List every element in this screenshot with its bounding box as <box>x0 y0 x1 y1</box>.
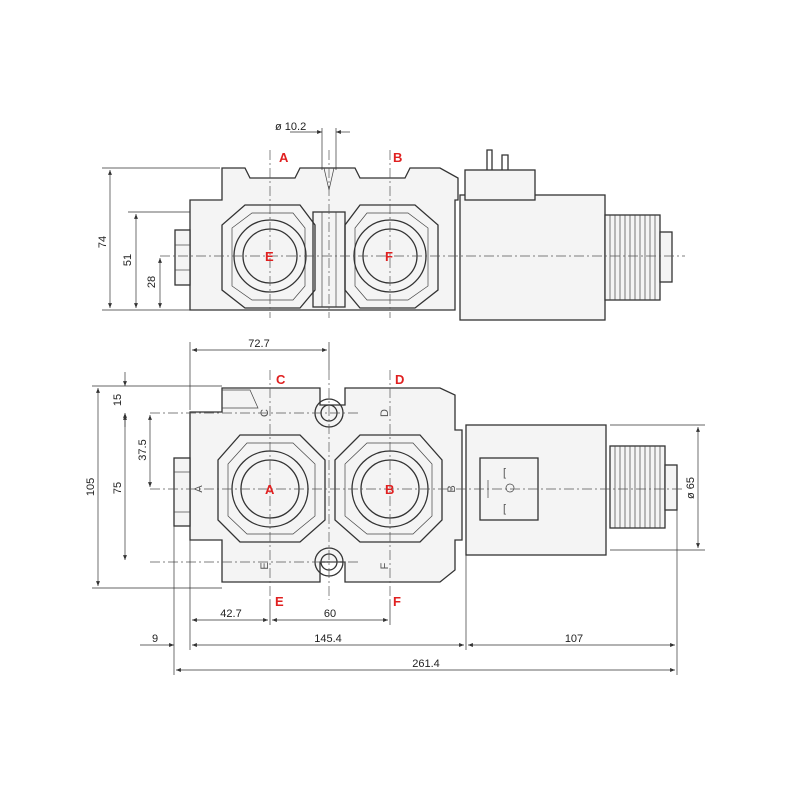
front-stamp-D: D <box>379 409 391 417</box>
front-connector-symbol: [ <box>503 467 506 479</box>
front-dim-60: 60 <box>324 608 336 620</box>
front-dim-105: 105 <box>85 478 97 496</box>
top-knurled-knob <box>604 214 661 301</box>
top-label-E: E <box>265 249 274 264</box>
top-dim-28: 28 <box>146 276 158 288</box>
front-stamp-B: B <box>446 485 458 492</box>
front-label-D: D <box>395 372 404 387</box>
front-label-A: A <box>265 482 275 497</box>
front-stamp-E: E <box>259 562 271 569</box>
front-dim-15: 15 <box>112 394 124 406</box>
front-knurled-knob <box>609 445 666 529</box>
front-label-C: C <box>276 372 286 387</box>
top-label-B: B <box>393 150 402 165</box>
top-label-A: A <box>279 150 289 165</box>
top-view: ø 10.2 74 51 28 A B E F <box>97 121 685 321</box>
top-dim-bore: ø 10.2 <box>275 121 306 133</box>
front-dim-261-4: 261.4 <box>412 658 440 670</box>
front-stamp-F: F <box>379 562 391 569</box>
top-knurl-lines <box>609 215 656 300</box>
top-knob-cap <box>659 231 673 283</box>
svg-text:[: [ <box>503 503 506 515</box>
front-dim-37-5: 37.5 <box>137 439 149 460</box>
front-knob-cap <box>664 464 678 511</box>
front-dim-9: 9 <box>152 633 158 645</box>
front-label-B: B <box>385 482 394 497</box>
top-dim-51: 51 <box>122 254 134 266</box>
front-dim-42-7: 42.7 <box>220 608 241 620</box>
front-stamp-A: A <box>193 485 205 493</box>
front-label-E: E <box>275 594 284 609</box>
front-dim-75: 75 <box>112 482 124 494</box>
front-dim-107: 107 <box>565 633 583 645</box>
front-stamp-C: C <box>259 409 271 417</box>
top-terminal-pin <box>486 149 493 170</box>
front-dim-145-4: 145.4 <box>314 633 342 645</box>
front-label-F: F <box>393 594 401 609</box>
front-side-nut <box>173 457 191 527</box>
top-label-F: F <box>385 249 393 264</box>
front-knurl-lines <box>614 446 661 528</box>
top-solenoid-body <box>459 194 606 321</box>
top-dim-74: 74 <box>97 236 109 248</box>
front-dim-72-7: 72.7 <box>248 338 269 350</box>
top-solenoid-connector <box>464 169 536 201</box>
front-dim-65: ø 65 <box>685 477 697 499</box>
top-side-nut <box>174 229 191 286</box>
front-view: [ [ C D A B E F C D A B E F <box>85 338 705 675</box>
